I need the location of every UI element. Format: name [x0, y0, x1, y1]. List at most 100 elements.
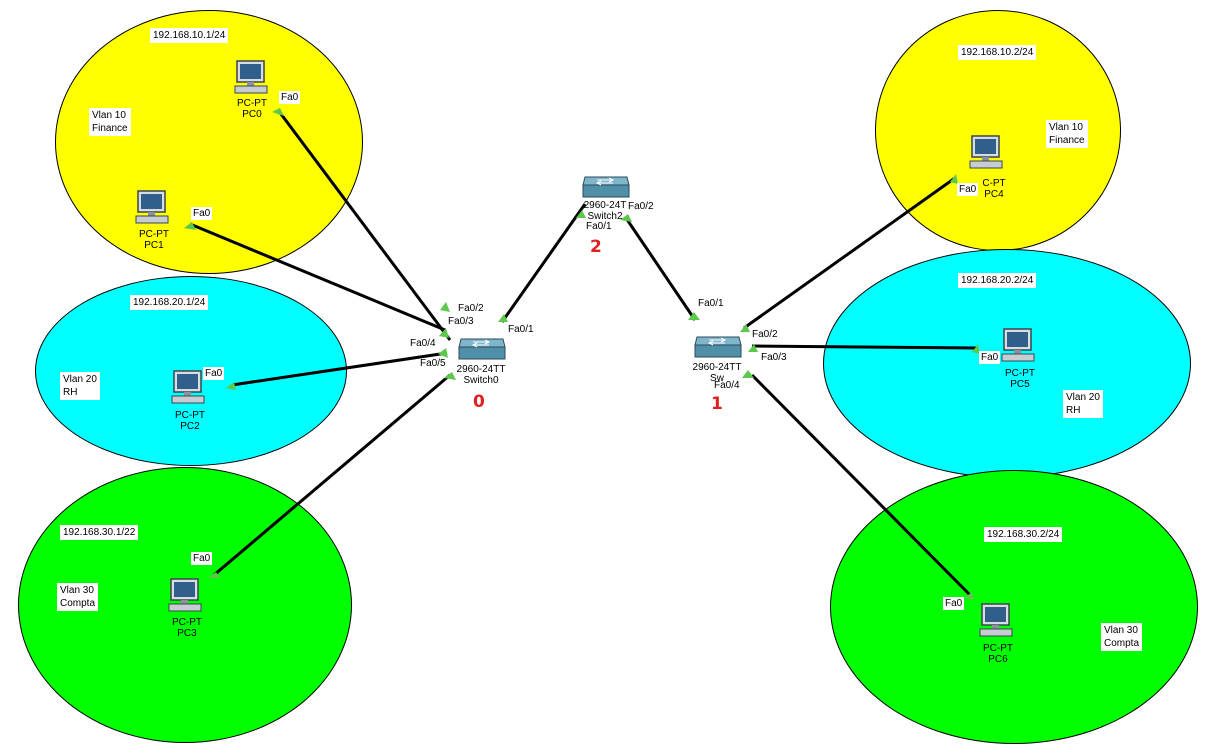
switch2-number: 2	[590, 237, 602, 257]
pc0-device[interactable]	[233, 60, 269, 101]
sw2-port-fa02: Fa0/2	[628, 201, 654, 212]
port-led	[440, 302, 450, 312]
port-led	[439, 328, 449, 338]
pc-model: C-PT	[982, 178, 1006, 189]
port-led	[444, 372, 456, 380]
ip-label-vlan20-right: 192.168.20.2/24	[958, 273, 1037, 288]
pc3-device[interactable]	[167, 578, 203, 619]
sw0-port-fa05: Fa0/5	[420, 358, 446, 369]
vlan-id: Vlan 10	[1049, 122, 1083, 133]
pc-icon	[135, 190, 169, 224]
link-pc1-sw0	[189, 222, 446, 332]
switch-model: 2960-24TT	[456, 364, 506, 375]
pc-model: PC-PT	[139, 229, 169, 240]
pc6-port-label: Fa0	[943, 597, 965, 610]
pc5-port-label: Fa0	[979, 351, 1001, 364]
switch1-device[interactable]	[691, 335, 743, 366]
pc-model: PC-PT	[237, 98, 267, 109]
switch-icon	[458, 338, 506, 360]
pc-name: PC0	[242, 109, 262, 120]
port-led	[688, 312, 700, 320]
pc3-port-label: Fa0	[191, 552, 213, 565]
sw2-port-fa01: Fa0/1	[586, 221, 612, 232]
sw0-port-fa01: Fa0/1	[508, 324, 534, 335]
pc2-device[interactable]	[170, 370, 206, 411]
pc-icon	[171, 370, 205, 404]
pc-icon	[234, 60, 268, 94]
pc-model: PC-PT	[172, 617, 202, 628]
ip-label-vlan20-left: 192.168.20.1/24	[130, 295, 209, 310]
ip-label-vlan30-right: 192.168.30.2/24	[984, 527, 1063, 542]
port-led	[272, 108, 284, 116]
pc6-device[interactable]	[978, 603, 1014, 644]
pc-icon	[979, 603, 1013, 637]
pc-icon	[168, 578, 202, 612]
pc1-port-label: Fa0	[191, 207, 213, 220]
pc4-device[interactable]	[968, 135, 1004, 176]
switch0-device[interactable]	[455, 337, 507, 368]
sw1-port-fa04: Fa0/4	[714, 380, 740, 391]
sw1-port-fa02: Fa0/2	[752, 329, 778, 340]
sw0-port-fa03: Fa0/3	[448, 316, 474, 327]
switch0-number: 0	[473, 392, 485, 412]
switch-name: Sw	[710, 373, 724, 384]
port-led	[438, 348, 448, 358]
pc-model: PC-PT	[1005, 368, 1035, 379]
link-sw1-pc5	[751, 344, 979, 350]
pc-name: PC5	[1010, 379, 1030, 390]
pc5-device[interactable]	[1000, 328, 1036, 369]
pc0-port-label: Fa0	[279, 91, 301, 104]
link-pc0-sw0	[276, 109, 452, 341]
vlan-id: Vlan 10	[92, 110, 126, 121]
port-led	[208, 572, 220, 578]
link-sw2-sw1	[624, 217, 697, 321]
switch-icon	[582, 176, 630, 198]
port-led	[184, 222, 196, 230]
port-led	[950, 174, 958, 184]
port-led	[498, 314, 508, 322]
pc-model: PC-PT	[175, 410, 205, 421]
link-sw1-pc4	[743, 176, 956, 330]
pc-name: PC1	[144, 240, 164, 251]
pc-icon	[1001, 328, 1035, 362]
pc-name: PC2	[180, 421, 200, 432]
port-led	[742, 370, 754, 378]
pc-model: PC-PT	[983, 643, 1013, 654]
port-led	[226, 382, 236, 390]
switch1-number: 1	[711, 394, 723, 414]
switch-icon	[694, 336, 742, 358]
port-led	[972, 344, 980, 354]
vlan-id: Vlan 30	[1104, 625, 1138, 636]
pc-name: PC4	[984, 189, 1004, 200]
zone-vlan10-left	[55, 10, 363, 274]
pc1-device[interactable]	[134, 190, 170, 231]
link-sw0-sw2	[500, 203, 587, 323]
ip-label-vlan10-left: 192.168.10.1/24	[150, 28, 229, 43]
switch-model: 2960-24TT	[692, 362, 742, 373]
pc-name: PC6	[988, 654, 1008, 665]
switch-model: 2960-24T	[583, 200, 627, 211]
link-pc2-sw0	[231, 351, 448, 387]
switch2-device[interactable]	[579, 175, 631, 206]
pc4-port-label: Fa0	[957, 183, 979, 196]
vlan-name: RH	[63, 387, 78, 398]
port-led	[748, 344, 758, 352]
vlan-id: Vlan 30	[60, 585, 94, 596]
pc-name: PC3	[177, 628, 197, 639]
port-led	[740, 324, 750, 332]
